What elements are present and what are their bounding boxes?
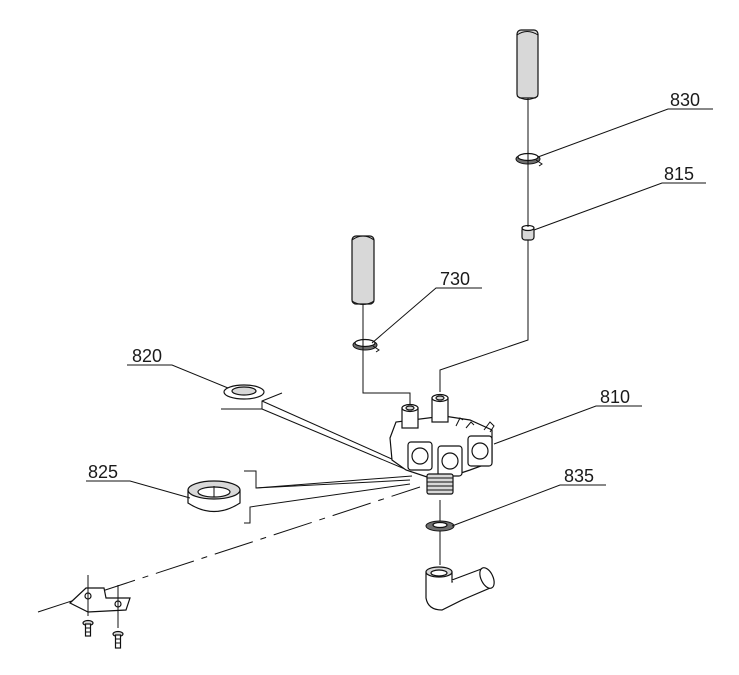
hose-upper-left [351,235,375,305]
label-815: 815 [664,164,694,184]
screw-left [82,619,94,637]
label-835: 835 [564,466,594,486]
callout-820: 820 [127,346,229,389]
label-820: 820 [132,346,162,366]
callout-730: 730 [371,269,482,344]
callout-825: 825 [86,462,191,499]
assembly-lines [362,98,529,565]
callout-830: 830 [537,90,713,158]
label-830: 830 [670,90,700,110]
hose-upper-right [516,29,539,100]
water-valve-810 [389,393,495,495]
bracket-820 [221,392,413,473]
screw-right [112,630,124,649]
callout-810: 810 [493,387,642,445]
bracket-825 [244,470,413,524]
callout-835: 835 [451,466,606,527]
hose-clamp-730 [352,338,380,353]
elbow-fitting [425,566,495,611]
washer-835 [425,520,455,532]
label-825: 825 [88,462,118,482]
seal-ring-820 [223,384,265,400]
callout-815: 815 [533,164,706,231]
mounting-bracket [68,575,131,628]
filter-cap-825 [187,480,241,513]
hose-clamp-830 [515,152,543,167]
label-810: 810 [600,387,630,407]
flow-restrictor-815 [521,224,535,241]
label-730: 730 [440,269,470,289]
